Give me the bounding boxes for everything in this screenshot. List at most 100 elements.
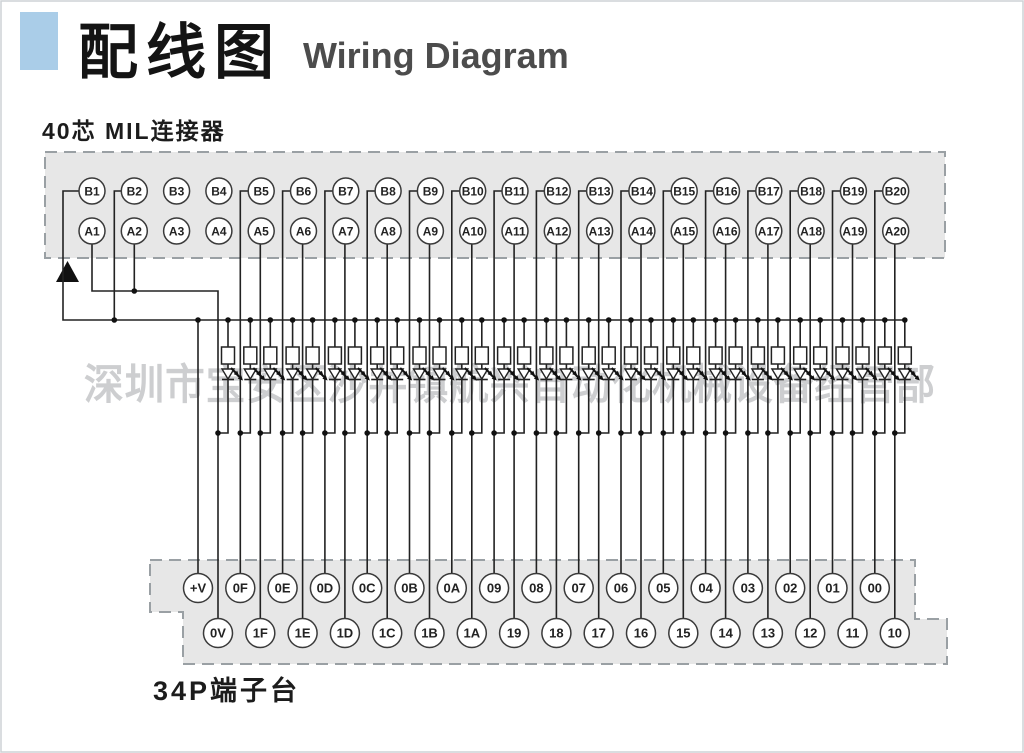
led-emission-arrowhead	[449, 375, 455, 381]
led-diode	[643, 368, 659, 381]
svg-text:01: 01	[825, 581, 839, 596]
svg-text:B20: B20	[885, 184, 907, 198]
svg-text:0D: 0D	[317, 581, 334, 596]
led-emission-arrowhead	[556, 375, 562, 381]
led-emission-arrow	[548, 367, 556, 374]
resistor	[750, 346, 766, 365]
led-emission-arrow	[568, 367, 576, 374]
junction-dot	[787, 430, 793, 436]
led-emission-arrowhead	[872, 375, 878, 381]
wire	[367, 379, 378, 434]
svg-text:B12: B12	[546, 184, 568, 198]
resistor	[792, 346, 808, 365]
junction-dot	[553, 430, 560, 436]
svg-text:19: 19	[507, 626, 521, 641]
led-emission-arrowhead	[491, 375, 497, 381]
connector-pin-B3: B3	[162, 177, 191, 205]
wire	[747, 379, 759, 434]
led-diode	[263, 368, 278, 381]
svg-text:A10: A10	[462, 224, 484, 238]
svg-text:A2: A2	[127, 224, 143, 238]
wire	[810, 379, 821, 434]
junction-dot	[755, 317, 761, 323]
junction-dot	[595, 430, 602, 436]
terminal-08: 08	[521, 572, 552, 604]
led-emission-arrow	[464, 367, 471, 374]
wire	[831, 190, 841, 574]
junction-dot	[732, 317, 739, 323]
led-emission-arrow	[784, 371, 791, 379]
terminal-03: 03	[732, 572, 764, 604]
svg-text:B13: B13	[589, 184, 611, 198]
led-emission-arrow	[653, 367, 660, 374]
led-diode	[516, 368, 532, 381]
led-diode	[327, 368, 343, 381]
led-emission-arrowhead	[302, 375, 308, 381]
junction-dot	[628, 317, 634, 323]
svg-text:07: 07	[571, 581, 585, 596]
svg-text:A3: A3	[169, 224, 185, 238]
wire	[598, 379, 610, 434]
led-emission-arrowhead	[387, 375, 393, 381]
page-title-en: Wiring Diagram	[303, 35, 569, 76]
wire	[387, 379, 398, 434]
junction-dot	[111, 317, 118, 323]
svg-text:A13: A13	[589, 224, 611, 238]
led-emission-arrow	[695, 367, 703, 374]
svg-text:1E: 1E	[295, 626, 311, 641]
led-emission-arrowhead	[852, 375, 858, 381]
mil-connector-box	[44, 151, 946, 259]
led-emission-arrow	[891, 371, 898, 379]
junction-dot	[585, 317, 592, 323]
junction-dot	[511, 430, 517, 436]
junction-dot	[426, 430, 433, 436]
junction-dot	[225, 317, 231, 323]
terminal-01: 01	[817, 572, 848, 604]
svg-text:B7: B7	[338, 184, 354, 198]
terminal-13: 13	[752, 617, 784, 649]
connector-pin-A12: A12	[543, 217, 572, 245]
led-emission-arrow	[868, 371, 876, 379]
connector-pin-A16: A16	[712, 217, 741, 245]
led-emission-arrow	[826, 371, 833, 379]
led-emission-arrow	[806, 371, 813, 379]
led-diode	[243, 368, 258, 381]
junction-dot	[690, 317, 697, 323]
resistor	[686, 346, 701, 365]
svg-text:17: 17	[591, 626, 605, 641]
wire	[260, 379, 272, 434]
svg-text:12: 12	[803, 626, 817, 641]
junction-dot	[215, 430, 221, 436]
led-emission-arrow	[341, 371, 348, 379]
connector-pin-A17: A17	[755, 217, 783, 245]
led-emission-arrow	[272, 367, 280, 374]
resistor	[432, 346, 447, 365]
terminal-00: 00	[859, 572, 891, 604]
led-emission-arrow	[552, 371, 560, 379]
wire	[577, 190, 587, 574]
led-emission-arrowhead	[618, 375, 624, 381]
terminal-0C: 0C	[351, 572, 383, 604]
junction-dot	[660, 430, 667, 436]
led-emission-arrow	[637, 371, 644, 379]
connector-pin-A5: A5	[247, 217, 275, 245]
svg-text:A15: A15	[673, 224, 695, 238]
led-emission-arrowhead	[322, 375, 328, 381]
led-diode	[877, 368, 893, 381]
led-diode	[623, 368, 639, 381]
wire	[240, 379, 252, 434]
terminal-1D: 1D	[329, 617, 361, 649]
resistor	[708, 346, 723, 365]
terminal-07: 07	[563, 572, 594, 604]
resistor	[389, 346, 405, 365]
led-emission-arrowhead	[576, 375, 582, 381]
resistor	[812, 346, 828, 365]
led-emission-arrow	[675, 367, 683, 374]
svg-text:+V: +V	[190, 581, 207, 596]
wire	[429, 379, 441, 434]
svg-text:B2: B2	[127, 184, 143, 198]
wire	[535, 190, 545, 574]
junction-dot	[839, 317, 846, 323]
led-emission-arrow	[510, 371, 517, 379]
